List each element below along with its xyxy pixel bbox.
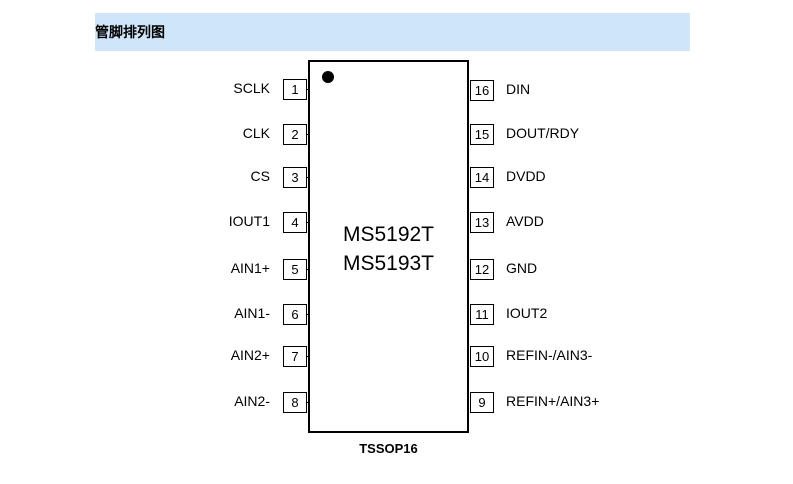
pin-label: CS (250, 168, 270, 184)
pin-label: DIN (506, 81, 531, 97)
pin-number-box: 12 (470, 259, 494, 280)
pin-lead (307, 177, 309, 178)
pin-lead (307, 134, 309, 135)
pin-number-box: 4 (283, 212, 307, 233)
pin-label: AIN1- (234, 305, 270, 321)
pin-number-box: 15 (470, 124, 494, 145)
chip-part-numbers: MS5192T MS5193T (310, 220, 467, 278)
pin-number-box: 1 (283, 79, 307, 100)
pin-lead (307, 222, 309, 223)
pin-number-box: 5 (283, 259, 307, 280)
pin-number-box: 8 (283, 392, 307, 413)
pin-number-box: 11 (470, 304, 494, 325)
pin-label: AIN1+ (230, 260, 270, 276)
pin-number-box: 9 (470, 392, 494, 413)
pin-lead (307, 89, 309, 90)
pin-number-box: 3 (283, 167, 307, 188)
pin-number-box: 16 (470, 80, 494, 101)
pin-lead (307, 356, 309, 357)
pin-label: CLK (242, 125, 270, 141)
pin-number-box: 14 (470, 167, 494, 188)
pin-label: REFIN+/AIN3+ (506, 393, 600, 409)
pin-number-box: 2 (283, 124, 307, 145)
pin-label: GND (506, 260, 538, 276)
pin-label: IOUT1 (228, 213, 270, 229)
pin-label: AIN2- (234, 393, 270, 409)
pin-label: REFIN-/AIN3- (506, 347, 593, 363)
pin-number-box: 10 (470, 346, 494, 367)
pin-lead (307, 314, 309, 315)
section-title: 管脚排列图 (95, 25, 165, 41)
pin-label: IOUT2 (506, 305, 548, 321)
pin-number-box: 13 (470, 212, 494, 233)
pin-number-box: 6 (283, 304, 307, 325)
pin-lead (307, 269, 309, 270)
pin1-indicator-dot (322, 71, 334, 83)
pin-label: DOUT/RDY (506, 125, 580, 141)
pin-label: DVDD (506, 168, 546, 184)
pin-number-box: 7 (283, 346, 307, 367)
section-header: 管脚排列图 (95, 13, 690, 51)
pin-label: AVDD (506, 213, 544, 229)
pin-label: AIN2+ (230, 347, 270, 363)
pin-label: SCLK (233, 80, 270, 96)
chip-name-1: MS5192T (342, 223, 435, 246)
ic-chip-body: MS5192T MS5193T (308, 60, 469, 433)
package-name: TSSOP16 (359, 441, 418, 456)
pin-lead (307, 402, 309, 403)
chip-name-2: MS5193T (342, 252, 435, 275)
